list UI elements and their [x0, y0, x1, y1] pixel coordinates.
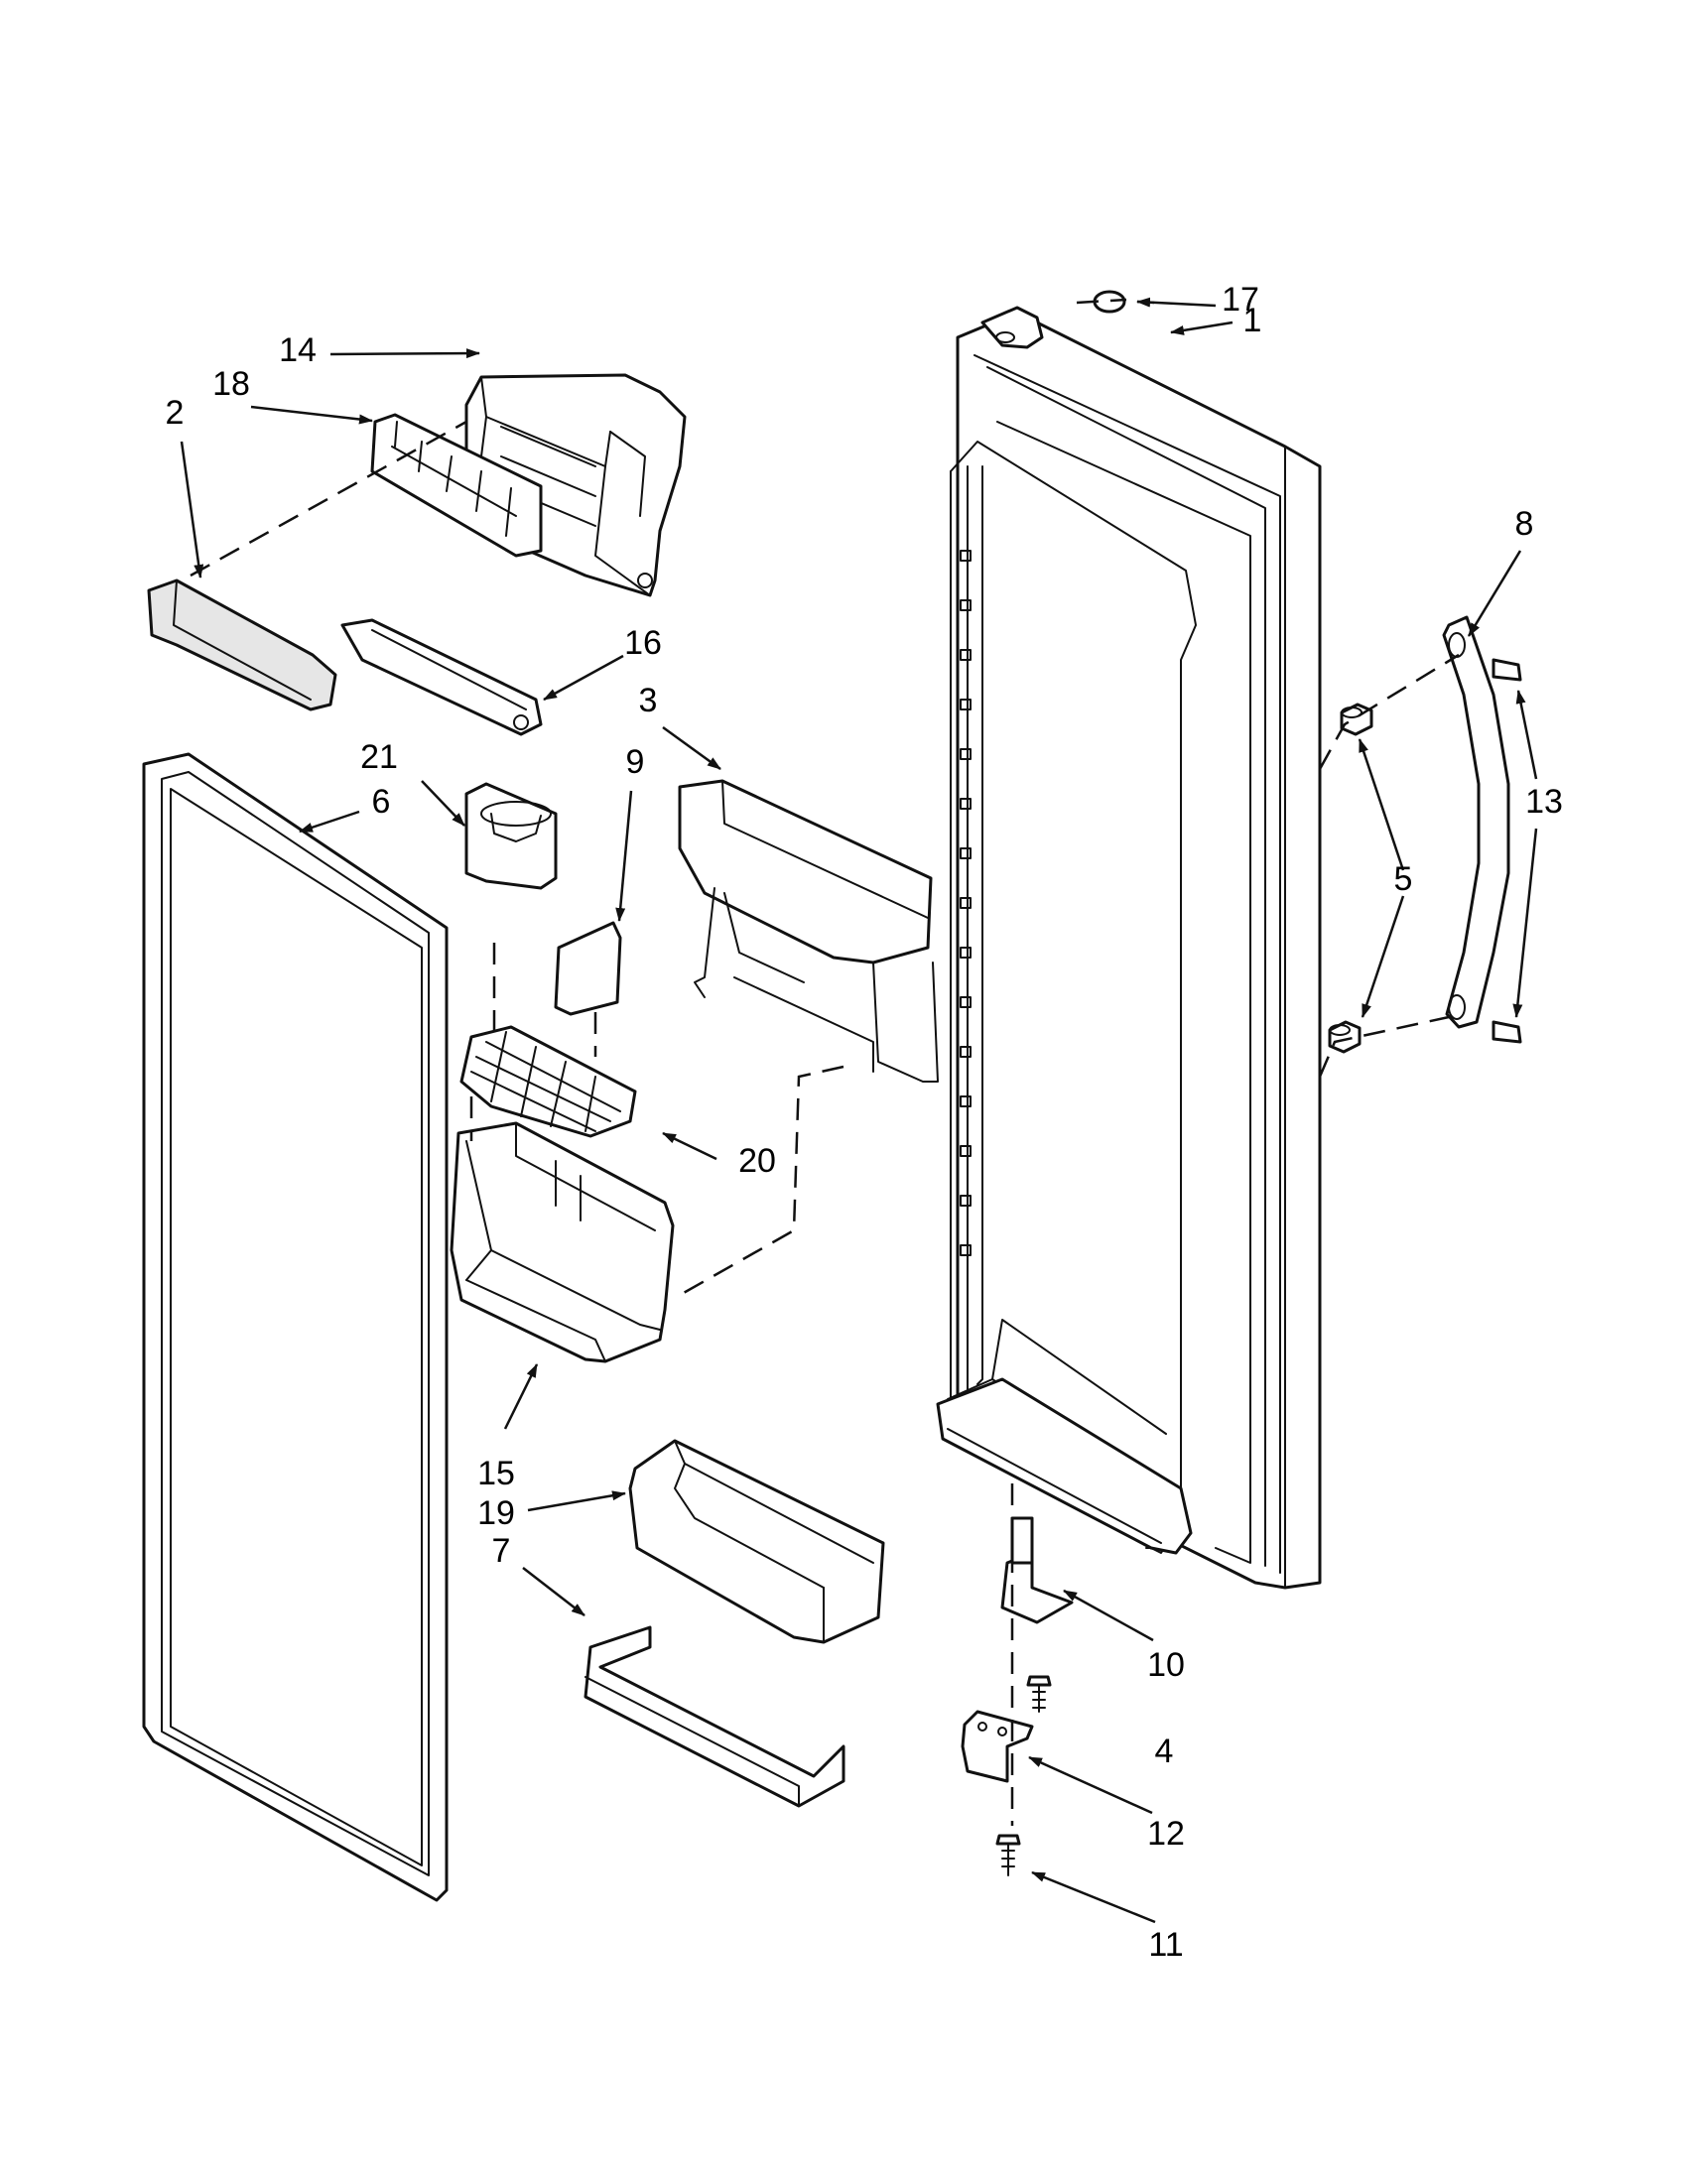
dispenser-channel — [340, 618, 543, 736]
bracket-screw — [995, 1834, 1021, 1876]
callout-5: 5 — [1394, 860, 1413, 898]
callout-4: 4 — [1155, 1733, 1174, 1770]
handle-screw-upper — [1492, 658, 1522, 682]
callout-13: 13 — [1525, 783, 1563, 821]
callout-9: 9 — [626, 743, 645, 781]
bin-rail — [584, 1625, 845, 1808]
handle-screw-lower — [1492, 1020, 1522, 1044]
callout-16: 16 — [624, 624, 662, 662]
door-assembly — [936, 306, 1322, 1590]
handle-spacer-lower — [1328, 1020, 1362, 1054]
small-cup — [464, 782, 558, 890]
door-bin — [628, 1439, 885, 1644]
callout-8: 8 — [1515, 505, 1534, 543]
callout-12: 12 — [1147, 1815, 1185, 1853]
callout-20: 20 — [738, 1142, 776, 1180]
assembly-lines — [190, 298, 1460, 1826]
door-gasket — [142, 752, 449, 1902]
callout-2: 2 — [166, 394, 185, 432]
callout-7: 7 — [492, 1532, 511, 1570]
callout-21: 21 — [360, 738, 398, 776]
callout-6: 6 — [372, 783, 391, 821]
hinge-bracket — [961, 1710, 1034, 1783]
door-plug — [1093, 290, 1126, 314]
dispenser-cover — [147, 578, 337, 711]
hinge-pin — [1000, 1516, 1074, 1624]
callout-19: 19 — [477, 1494, 515, 1532]
callout-labels: 1 2 3 4 5 6 7 8 9 10 11 12 13 14 15 16 1… — [166, 281, 1563, 1964]
callout-14: 14 — [279, 331, 317, 369]
callout-leaders — [180, 297, 1538, 1924]
door-handle — [1442, 615, 1510, 1029]
hinge-screw — [1026, 1675, 1052, 1713]
callout-1: 1 — [1243, 302, 1262, 339]
bin-frame — [678, 779, 939, 1083]
dispenser-flap — [554, 921, 622, 1016]
callout-10: 10 — [1147, 1646, 1185, 1684]
drip-grille — [459, 1025, 637, 1138]
callout-3: 3 — [639, 682, 658, 719]
callout-17: 17 — [1222, 281, 1259, 319]
callout-15: 15 — [477, 1455, 515, 1492]
callout-18: 18 — [212, 365, 250, 403]
handle-spacer-upper — [1340, 703, 1373, 736]
ice-bucket — [450, 1121, 675, 1363]
callout-11: 11 — [1148, 1926, 1183, 1964]
